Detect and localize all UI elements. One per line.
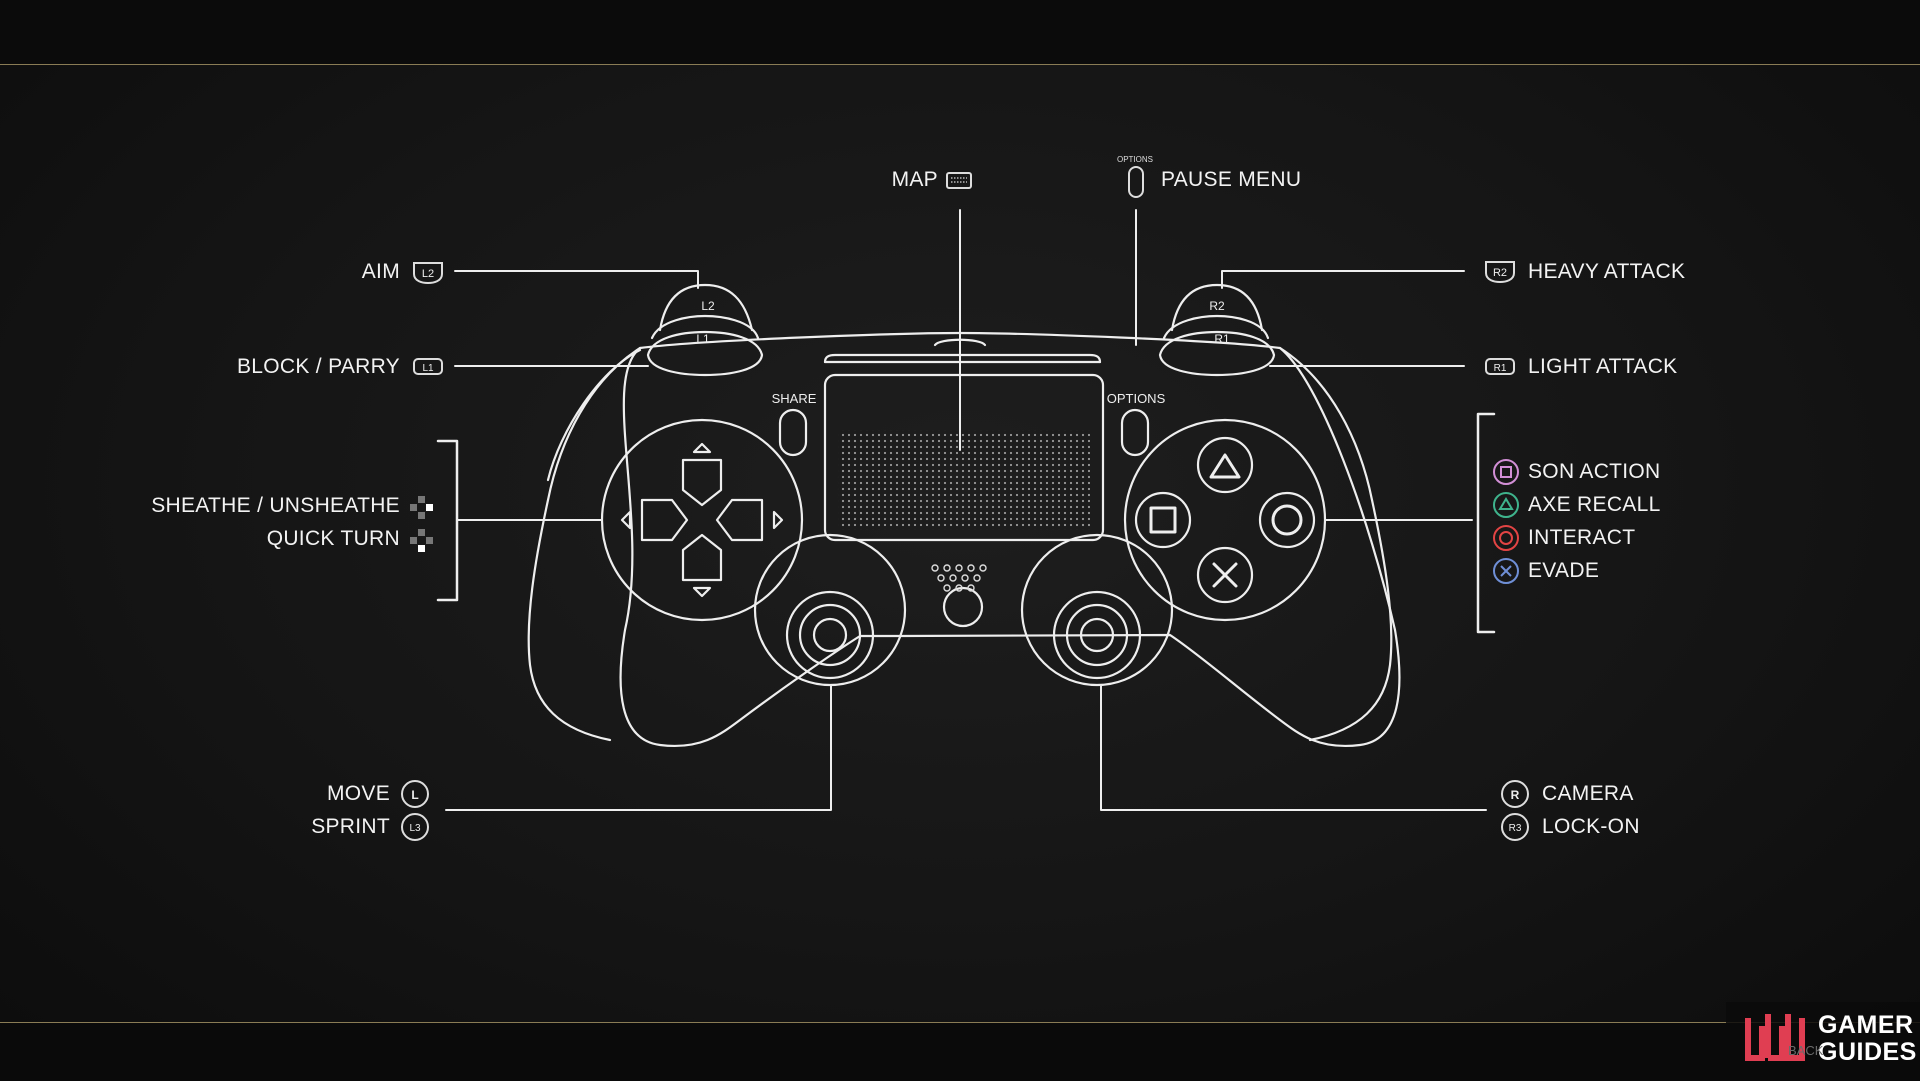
bottom-bar: [0, 1022, 1920, 1081]
r1-icon: R1: [1485, 358, 1515, 375]
top-bar: [0, 0, 1920, 65]
line-move: [445, 684, 832, 811]
controller-share-label: SHARE: [772, 391, 817, 406]
r2-icon: R2: [1485, 261, 1515, 284]
svg-text:L: L: [411, 788, 418, 802]
gamer-guides-logo: [1745, 1014, 1805, 1061]
label-pause-menu: PAUSE MENU: [1161, 168, 1302, 191]
svg-text:R3: R3: [1509, 823, 1522, 834]
label-block-parry: BLOCK / PARRY: [236, 355, 400, 378]
l1-icon: L1: [413, 358, 443, 375]
back-label[interactable]: BACK: [1788, 1043, 1824, 1058]
touchpad: [823, 373, 1105, 542]
options-small-label: OPTIONS: [1116, 155, 1153, 164]
touchpad-icon: [946, 172, 972, 189]
label-aim: AIM: [361, 260, 400, 283]
options-button: [1120, 408, 1150, 457]
left-stick-icon: L: [401, 780, 429, 808]
circle-icon: [1493, 525, 1519, 551]
label-interact: INTERACT: [1528, 526, 1636, 549]
controller-l1-label: L1: [696, 332, 710, 346]
svg-text:L2: L2: [422, 268, 434, 280]
line-camera: [1100, 684, 1487, 811]
dpad-down-icon: [410, 529, 433, 552]
r3-icon: R3: [1501, 813, 1529, 841]
controller-r2-label: R2: [1209, 299, 1225, 313]
svg-text:L3: L3: [409, 823, 421, 834]
face-button-ring: [1123, 418, 1327, 622]
left-stick-outer: [753, 533, 907, 687]
l2-trigger: [658, 283, 754, 332]
line-aim: [454, 270, 699, 289]
share-button: [778, 408, 808, 457]
svg-text:R1: R1: [1494, 363, 1507, 374]
controller-body: [619, 331, 1401, 748]
label-light-attack: LIGHT ATTACK: [1528, 355, 1678, 378]
touchpad-texture: [838, 430, 1090, 530]
label-map: MAP: [891, 168, 938, 191]
label-sprint: SPRINT: [311, 815, 390, 838]
brand-watermark: [1726, 1002, 1920, 1080]
r2-trigger: [1170, 283, 1264, 332]
ps-button: [942, 586, 984, 628]
right-stick-outer: [1020, 533, 1174, 687]
controller-options-label: OPTIONS: [1107, 391, 1166, 406]
dpad-right-icon: [410, 496, 433, 519]
label-son-action: SON ACTION: [1528, 460, 1661, 483]
label-lock-on: LOCK-ON: [1542, 815, 1640, 838]
label-move: MOVE: [326, 782, 390, 805]
controller-l2-label: L2: [701, 299, 715, 313]
line-heavy: [1221, 270, 1465, 289]
label-sheathe: SHEATHE / UNSHEATHE: [151, 494, 400, 517]
label-quick-turn: QUICK TURN: [266, 527, 400, 550]
svg-text:L1: L1: [422, 363, 434, 374]
label-heavy-attack: HEAVY ATTACK: [1528, 260, 1686, 283]
square-icon: [1493, 459, 1519, 485]
svg-text:R2: R2: [1493, 267, 1507, 279]
l3-icon: L3: [401, 813, 429, 841]
controller-r1-label: R1: [1214, 332, 1230, 346]
cross-icon: [1493, 558, 1519, 584]
label-axe-recall: AXE RECALL: [1528, 493, 1661, 516]
triangle-icon: [1493, 492, 1519, 518]
l1-bumper: [646, 330, 764, 377]
label-evade: EVADE: [1528, 559, 1600, 582]
l2-icon: L2: [413, 262, 443, 285]
r1-bumper: [1158, 330, 1276, 377]
speaker-grill: [931, 564, 987, 592]
right-stick-icon: R: [1501, 780, 1529, 808]
svg-text:R: R: [1511, 788, 1520, 802]
label-camera: CAMERA: [1542, 782, 1634, 805]
brand-text: GAMER GUIDES: [1818, 1011, 1917, 1066]
options-button-icon: [1128, 166, 1144, 198]
